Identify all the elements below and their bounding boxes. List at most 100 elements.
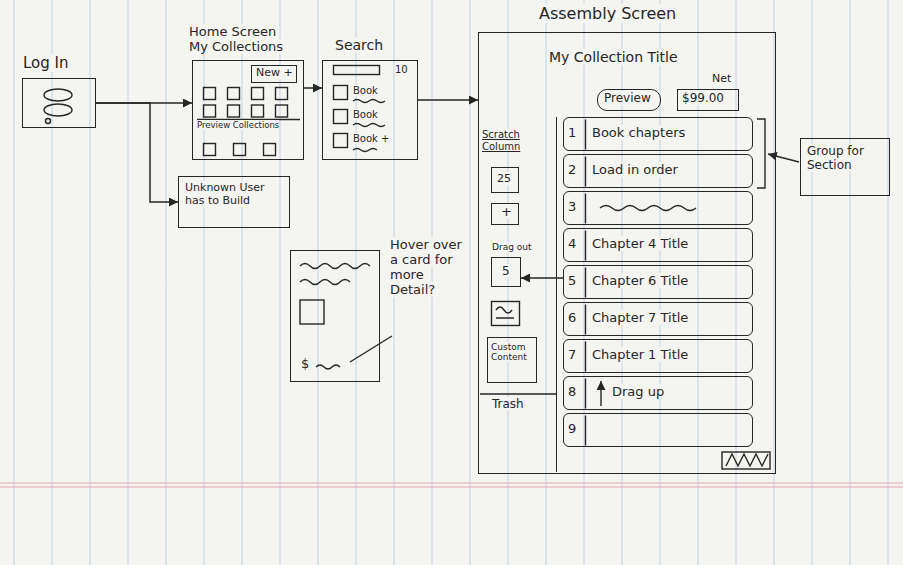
row-title: Chapter 6 Title	[592, 273, 688, 288]
custom-content-card: Custom Content	[487, 337, 537, 383]
collection-title: My Collection Title	[549, 49, 678, 65]
flow-arrow	[304, 87, 322, 89]
text-slot: 4	[568, 237, 576, 252]
collection-thumb	[276, 105, 288, 117]
row-number: 9	[568, 421, 576, 436]
text-slot: Preview Collections	[197, 121, 301, 131]
search-screen: Search10BookBookBook +	[322, 60, 418, 160]
text-slot: Book	[353, 109, 378, 121]
icon-card	[492, 302, 520, 326]
text-slot: 2	[568, 163, 576, 178]
text-slot: Book chapters	[592, 126, 685, 141]
column-title: Scratch Column	[482, 129, 520, 152]
text-slot: Drag out	[492, 242, 531, 252]
collection-thumb	[252, 88, 264, 100]
text-slot: 25	[497, 173, 511, 186]
chapter-row: 3	[563, 191, 753, 225]
text-scribble	[600, 206, 696, 211]
text-slot: Custom Content	[491, 342, 535, 363]
text-slot: Drag up	[612, 385, 664, 400]
icon-scribble	[496, 307, 514, 318]
leader-arrow	[768, 154, 799, 162]
field-label: Net	[712, 72, 731, 85]
collection-thumb	[228, 105, 240, 117]
scribble	[726, 454, 768, 466]
result-label: Book	[353, 109, 378, 120]
text-slot: 6	[568, 311, 576, 326]
text-scribble	[353, 100, 385, 103]
login-screen: Log In	[22, 78, 96, 128]
text-slot: Load in order	[592, 163, 678, 178]
text-slot: 9	[568, 422, 576, 437]
zone-label: Trash	[492, 397, 524, 411]
screen-title: Home Screen My Collections	[189, 24, 283, 54]
text-slot: Search	[335, 37, 383, 53]
unknown-user-box: Unknown User has to Build	[178, 176, 290, 228]
screen-title: Log In	[23, 54, 69, 72]
card-label: 5	[502, 264, 510, 278]
note-box: Group for Section	[800, 138, 890, 196]
text-slot: Preview	[604, 92, 651, 106]
row-number: 5	[568, 273, 576, 288]
note-text: Group for Section	[807, 144, 864, 172]
chapter-row: 4Chapter 4 Title	[563, 228, 753, 262]
card-label: +	[501, 204, 512, 219]
text-slot: Chapter 6 Title	[592, 274, 688, 289]
text-slot: 1	[568, 126, 576, 141]
text-slot: 8	[568, 385, 576, 400]
text-scribble	[353, 149, 377, 152]
card-label: Custom Content	[491, 342, 527, 362]
collection-thumb	[264, 144, 276, 156]
book-thumb	[334, 86, 348, 100]
text-slot: 10	[395, 64, 408, 76]
scratch-card: 25	[491, 167, 519, 193]
text-slot: Net	[712, 73, 731, 86]
text-slot: Home Screen My Collections	[189, 25, 297, 55]
sketch-marks	[44, 66, 799, 470]
text-slot: Trash	[492, 398, 524, 412]
price-scribble	[316, 365, 340, 369]
card-detail-sketch: $	[290, 250, 380, 382]
chapter-row: 7 Chapter 1 Title	[563, 339, 753, 373]
text-slot: Chapter 1 Title	[592, 348, 688, 363]
collection-thumb	[228, 88, 240, 100]
collection-thumb	[204, 144, 216, 156]
text-slot: 3	[568, 200, 576, 215]
hint-label: Drag out	[492, 242, 531, 252]
text-scribble	[300, 280, 350, 285]
scribbled-button	[722, 452, 770, 469]
button-label: New +	[256, 66, 293, 79]
button-label: Preview	[604, 91, 651, 105]
row-number: 3	[568, 199, 576, 214]
group-bracket	[757, 119, 765, 188]
trash-divider	[480, 393, 556, 394]
card-image	[300, 300, 324, 324]
flow-arrow	[96, 103, 178, 202]
text-slot: 5	[568, 274, 576, 289]
scratch-column: Scratch Column25+Drag out5Custom Content	[479, 117, 557, 472]
book-thumb	[334, 110, 348, 124]
section-label: Preview Collections	[197, 120, 279, 130]
text-slot: 5	[502, 265, 510, 279]
collection-thumb	[252, 105, 264, 117]
leader-line	[350, 336, 392, 362]
book-thumb	[334, 134, 348, 148]
collection-thumb	[234, 144, 246, 156]
row-title: Chapter 1 Title	[592, 347, 688, 362]
home-screen: Home Screen My CollectionsPreview Collec…	[192, 60, 304, 160]
new-button: New +	[251, 65, 297, 83]
input-field	[44, 89, 72, 101]
preview-button: Preview	[597, 89, 661, 111]
box-text: Unknown User has to Build	[185, 181, 265, 207]
scratch-card: Drag out5	[491, 257, 521, 287]
collection-thumb	[204, 88, 216, 100]
row-title: Book chapters	[592, 125, 685, 140]
screen-title: Assembly Screen	[539, 4, 676, 23]
text-slot: 7	[568, 348, 576, 363]
text-slot: $	[301, 357, 309, 372]
text-slot: Group for Section	[807, 145, 885, 173]
text-slot: Book	[353, 85, 378, 97]
